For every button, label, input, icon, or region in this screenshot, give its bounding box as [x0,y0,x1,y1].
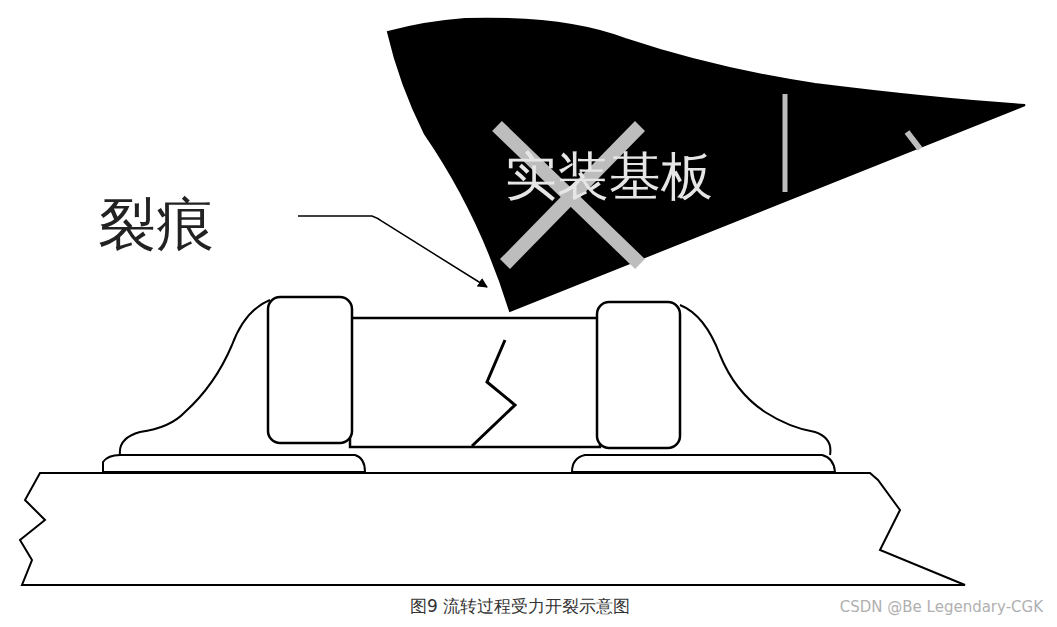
chip-terminal [268,297,352,443]
mounting-board: 实装基板 [385,14,1030,314]
watermark: CSDN @Be Legendary-CGK [840,598,1043,616]
board-fill [388,19,1025,311]
chip-terminal [597,302,680,448]
pcb-board [20,473,965,585]
crack-label: 裂痕 [98,190,214,260]
solder-pad [103,455,365,472]
solder-pad [572,455,835,472]
chip-body [350,318,600,447]
solder-fillet [680,305,830,455]
board-mark [907,132,920,149]
board-mark [783,94,788,192]
crack-line [472,340,515,446]
solder-fillet [120,300,270,455]
board-label: 实装基板 [505,142,713,212]
figure-caption: 图9 流转过程受力开裂示意图 [410,596,630,616]
leader-arrow [298,216,487,287]
